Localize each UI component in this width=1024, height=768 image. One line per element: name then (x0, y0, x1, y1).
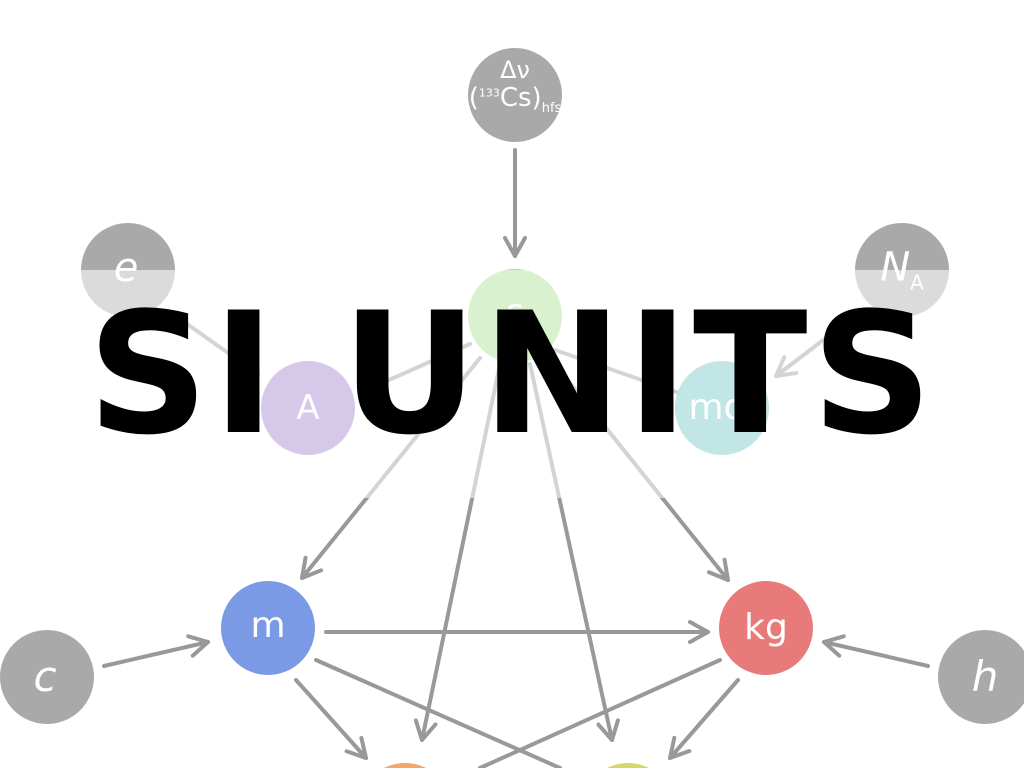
node-kg-label: kg (744, 607, 788, 648)
hfs-subscript: hfs (541, 101, 562, 117)
arrow-h-to-kg (822, 634, 930, 668)
node-dnu-line1: Δν (500, 56, 530, 84)
node-c-circle (0, 630, 94, 724)
cesium-symbol: Cs) (499, 82, 542, 113)
node-m-circle (221, 581, 315, 675)
arrow-kg-to-K (478, 658, 722, 768)
arrow-c-to-m (102, 634, 210, 668)
node-c-label: c (33, 652, 57, 701)
node-m-label: m (250, 605, 286, 646)
title-backdrop (0, 270, 1024, 498)
node-h-label: h (971, 652, 999, 701)
node-cd-circle (606, 763, 650, 768)
isotope-number: 133 (478, 86, 500, 100)
node-kg-circle (719, 581, 813, 675)
node-dnu-line2: (133Cs)hfs (469, 85, 562, 115)
arrow-m-to-K (294, 678, 368, 760)
node-h-circle (938, 630, 1024, 724)
arrow-m-to-cd (314, 658, 562, 768)
arrow-kg-to-cd (668, 678, 740, 760)
node-K-circle (383, 763, 427, 768)
node-dnu-circle (468, 48, 562, 142)
slide-title: SI UNITS (87, 276, 937, 472)
paren: ( (468, 82, 479, 113)
